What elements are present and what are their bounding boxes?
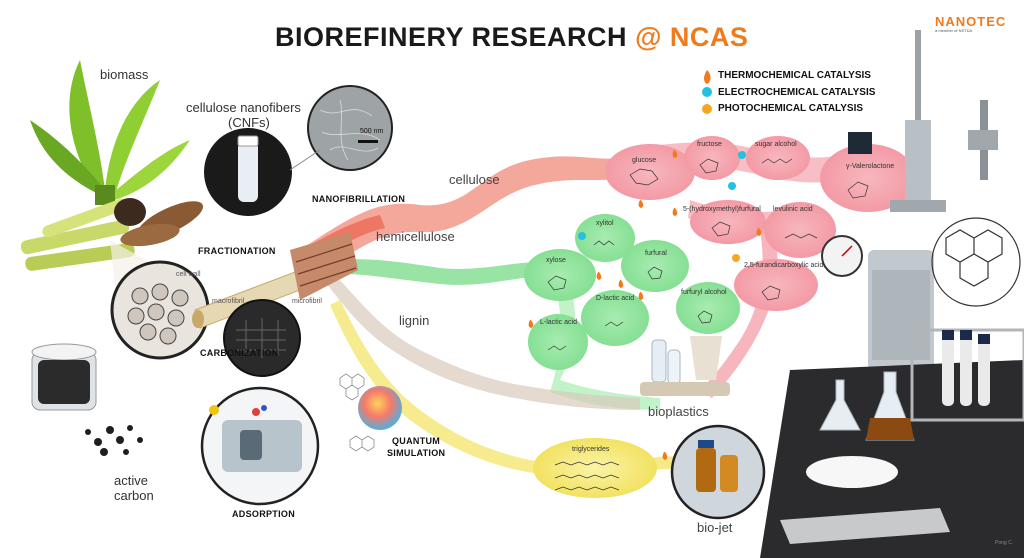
active-carbon-label-2: carbon [114, 488, 154, 503]
fructose-label: fructose [697, 141, 722, 148]
fibril-bundle-illustration [290, 232, 358, 300]
brand-logo: NANOTEC [935, 14, 1007, 29]
cellulose-branch-down [700, 230, 778, 398]
powder-sample [806, 456, 898, 488]
fractionation-label: FRACTIONATION [198, 246, 276, 256]
furfuryl-alcohol-label: furfuryl alcohol [681, 289, 727, 296]
film-sample [780, 508, 950, 544]
levulinic-label: levulinic acid [773, 206, 813, 213]
electro-marker [738, 151, 746, 159]
electro-marker-2 [578, 232, 586, 240]
lab-bench-mat [760, 360, 1024, 558]
cnf-label-line2: (CNFs) [228, 115, 270, 130]
photo-marker [732, 254, 740, 262]
legend-electrochemical: ELECTROCHEMICAL CATALYSIS [718, 87, 876, 98]
d-lactic-label: D-lactic acid [596, 295, 635, 302]
thermo-markers [528, 150, 762, 460]
active-carbon-pellets [85, 425, 143, 456]
electro-marker-3 [728, 182, 736, 190]
electron-icon [702, 87, 712, 97]
legend-photochemical: PHOTOCHEMICAL CATALYSIS [718, 103, 864, 114]
cellulose-stream [300, 155, 640, 265]
glass-flasks [819, 371, 915, 441]
fdca-node [734, 259, 818, 311]
bio-jet-label: bio-jet [697, 520, 733, 535]
quantum-dot-illustration [358, 386, 402, 430]
adsorption-label: ADSORPTION [232, 509, 296, 519]
microfibril-label: microfibril [292, 298, 322, 305]
l-lactic-node [528, 314, 588, 370]
cell-wall-label: cell wall [176, 271, 201, 278]
legend-thermochemical: THERMOCHEMICAL CATALYSIS [718, 70, 871, 81]
levulinic-node [764, 202, 836, 258]
title-at: @ [635, 22, 662, 52]
quantum-label-2: SIMULATION [387, 448, 446, 458]
cnf-label-line1: cellulose nanofibers [186, 100, 301, 115]
xylitol-node [575, 214, 635, 262]
biomass-plant-illustration [30, 60, 190, 205]
xylitol-label: xylitol [596, 220, 614, 227]
active-carbon-jar [31, 343, 97, 411]
lignin-label: lignin [399, 313, 430, 328]
bioplastics-label: bioplastics [648, 404, 709, 419]
bio-jet-photo [670, 424, 766, 520]
fructose-node [684, 136, 740, 180]
page-title: BIOREFINERY RESEARCH @ NCAS [275, 22, 748, 53]
hemicellulose-label: hemicellulose [376, 229, 455, 244]
furfuryl-node [676, 282, 740, 334]
test-tube-rack [910, 328, 1024, 422]
hmf-node [690, 200, 766, 244]
nanofibrillation-label: NANOFIBRILLATION [312, 194, 406, 204]
glucose-node [605, 144, 695, 200]
triglycerides-node [533, 438, 657, 498]
sugarcane-illustration [20, 198, 135, 271]
biomass-label: biomass [100, 67, 149, 82]
hemicellulose-stream [318, 259, 542, 285]
xylose-label: xylose [546, 257, 566, 264]
sugar-alcohol-label: sugar alcohol [755, 141, 797, 148]
fdca-label: 2,5-furandicarboxylic acid [744, 262, 824, 269]
honeycomb-structure [127, 283, 189, 345]
d-lactic-node [581, 290, 649, 346]
credit-label: Pong C. [995, 540, 1014, 546]
l-lactic-label: L-lactic acid [540, 319, 577, 326]
bioplastics-products [640, 336, 730, 396]
hmf-label: 5-(hydroxymethyl)furfural [683, 206, 761, 213]
title-accent: NCAS [669, 22, 749, 52]
sem-micrograph [307, 85, 393, 171]
sugar-alcohol-node [746, 136, 810, 180]
scale-bar-label: 500 nm [360, 128, 384, 135]
graphene-sketch [339, 373, 375, 452]
title-main: BIOREFINERY RESEARCH [275, 22, 628, 52]
molecule-sketches [547, 158, 869, 491]
fullerene-model [931, 217, 1021, 307]
active-carbon-label-1: active [114, 473, 148, 488]
triglycerides-label: triglycerides [572, 446, 610, 453]
macrofibril-label: macrofibril [212, 298, 245, 305]
quantum-label-1: QUANTUM [392, 436, 441, 446]
furfural-node [621, 240, 689, 292]
gvl-node [820, 144, 916, 212]
xylose-node [524, 249, 596, 301]
gvl-label: γ-Valerolactone [846, 163, 895, 170]
sun-icon [702, 104, 712, 114]
carbonization-label: CARBONIZATION [200, 348, 279, 358]
flame-icon [704, 70, 711, 84]
reactor-apparatus [821, 30, 998, 370]
lignin-stream [322, 270, 640, 410]
brand-tagline: a member of NSTDA [935, 28, 973, 33]
furfural-label: furfural [645, 250, 667, 257]
cellulose-label: cellulose [449, 172, 500, 187]
cassava-illustration [114, 198, 204, 247]
glucose-label: glucose [632, 157, 657, 164]
